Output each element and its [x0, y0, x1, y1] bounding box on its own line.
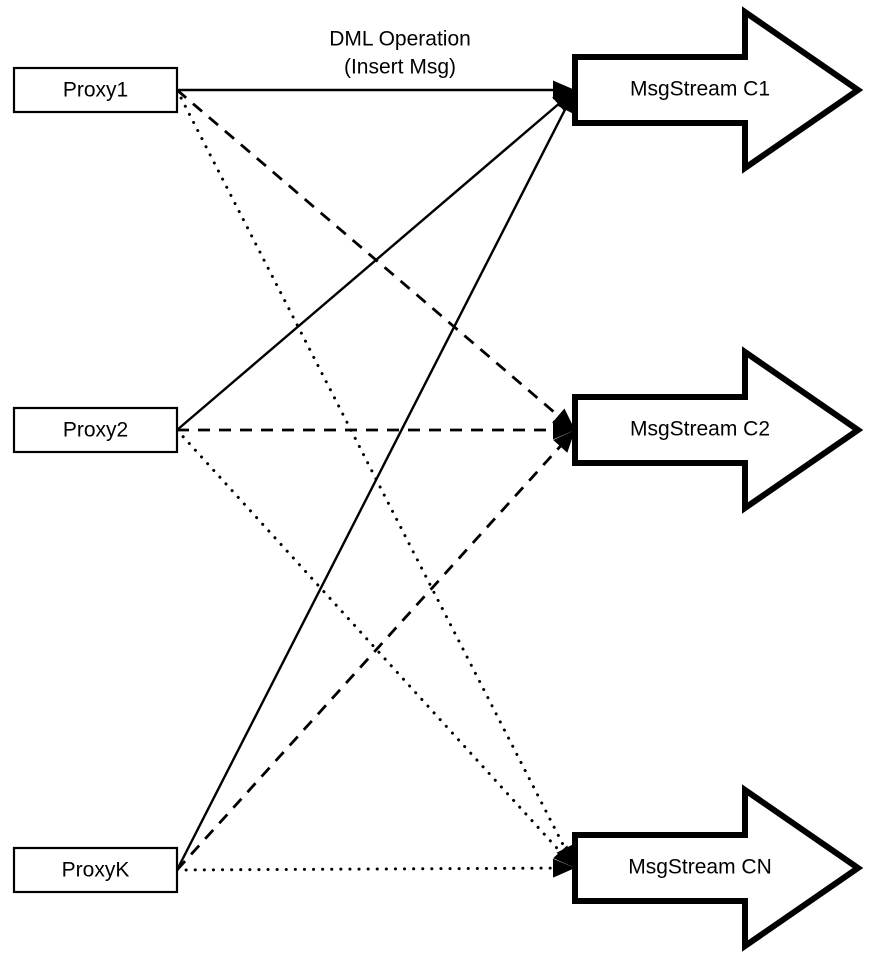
edge-proxyk-cn — [175, 866, 565, 872]
proxy-box — [12, 66, 179, 114]
proxy-box — [12, 846, 179, 894]
edge-proxyk-cn-arrowhead-icon — [552, 858, 575, 878]
edge-caption-line-1: DML Operation — [329, 28, 471, 51]
proxy-proxy2[interactable]: Proxy2 — [12, 406, 179, 454]
proxy-label: Proxy2 — [63, 419, 128, 442]
edges-layer — [175, 88, 571, 872]
edge-caption-line-2: (Insert Msg) — [344, 56, 456, 79]
proxy-proxyk[interactable]: ProxyK — [12, 846, 179, 894]
stream-stream_cn[interactable]: MsgStream CN — [572, 784, 864, 952]
proxy-box — [12, 406, 179, 454]
edge-proxyk-c2-arrowhead-icon — [553, 430, 575, 453]
block-arrow-icon — [572, 6, 864, 174]
arrowheads-layer — [552, 80, 575, 878]
stream-label: MsgStream C2 — [630, 418, 770, 441]
edge-proxy1-c1-arrowhead-icon — [553, 80, 575, 100]
block-arrow-icon — [572, 784, 864, 952]
streams-layer: MsgStream C1 MsgStream C2 MsgStream CN — [572, 6, 864, 952]
edge-proxy2-cn — [175, 428, 569, 861]
edge-proxy2-c2-arrowhead-icon — [553, 420, 575, 440]
proxy-label: ProxyK — [62, 859, 130, 882]
stream-stream_c1[interactable]: MsgStream C1 — [572, 6, 864, 174]
edge-caption: DML Operation (Insert Msg) — [329, 28, 471, 79]
proxy-label: Proxy1 — [63, 79, 128, 102]
edge-proxyk-c1 — [175, 100, 571, 871]
stream-label: MsgStream C1 — [630, 78, 770, 101]
edge-proxy2-c1 — [176, 96, 567, 431]
proxy-proxy1[interactable]: Proxy1 — [12, 66, 179, 114]
block-arrow-icon — [572, 346, 864, 514]
stream-stream_c2[interactable]: MsgStream C2 — [572, 346, 864, 514]
edge-proxy1-cn — [175, 88, 571, 859]
edge-proxyk-c1-arrowhead-icon — [556, 90, 575, 114]
stream-label: MsgStream CN — [628, 856, 772, 879]
edge-proxyk-c2 — [175, 438, 568, 871]
edge-proxy1-c2 — [176, 88, 567, 424]
edge-proxy2-cn-arrowhead-icon — [553, 845, 575, 868]
